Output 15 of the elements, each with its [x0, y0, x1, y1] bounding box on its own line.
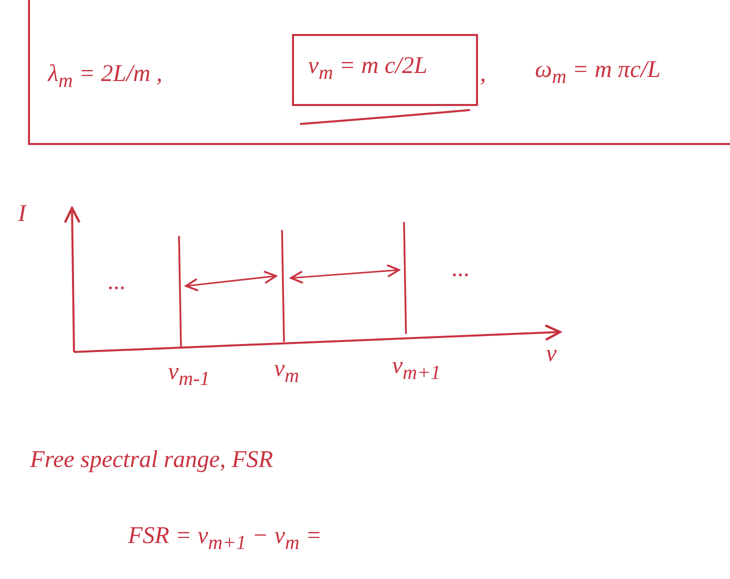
axis-label: ν	[546, 340, 557, 369]
axis-label: I	[18, 200, 26, 229]
tick-label: ν$_{m+1}$	[392, 352, 441, 385]
ellipsis: ...	[108, 268, 126, 297]
formula: FSR = ν$_{m+1}$ − ν$_{m}$ =	[128, 522, 322, 555]
tick-label: ν$_{m}$	[274, 355, 300, 388]
heading-text: Free spectral range, FSR	[30, 446, 274, 475]
formula: λ$_{m}$ = 2L/m ,	[48, 60, 162, 93]
formula: ω$_{m}$ = m πc/L	[535, 56, 661, 89]
formula: ,	[480, 60, 486, 89]
ellipsis: ...	[452, 255, 470, 284]
formula-box	[28, 0, 730, 145]
highlighted-formula-box	[292, 34, 478, 106]
formula: ν$_{m}$ = m c/2L	[308, 52, 428, 85]
tick-label: ν$_{m-1}$	[168, 358, 210, 391]
